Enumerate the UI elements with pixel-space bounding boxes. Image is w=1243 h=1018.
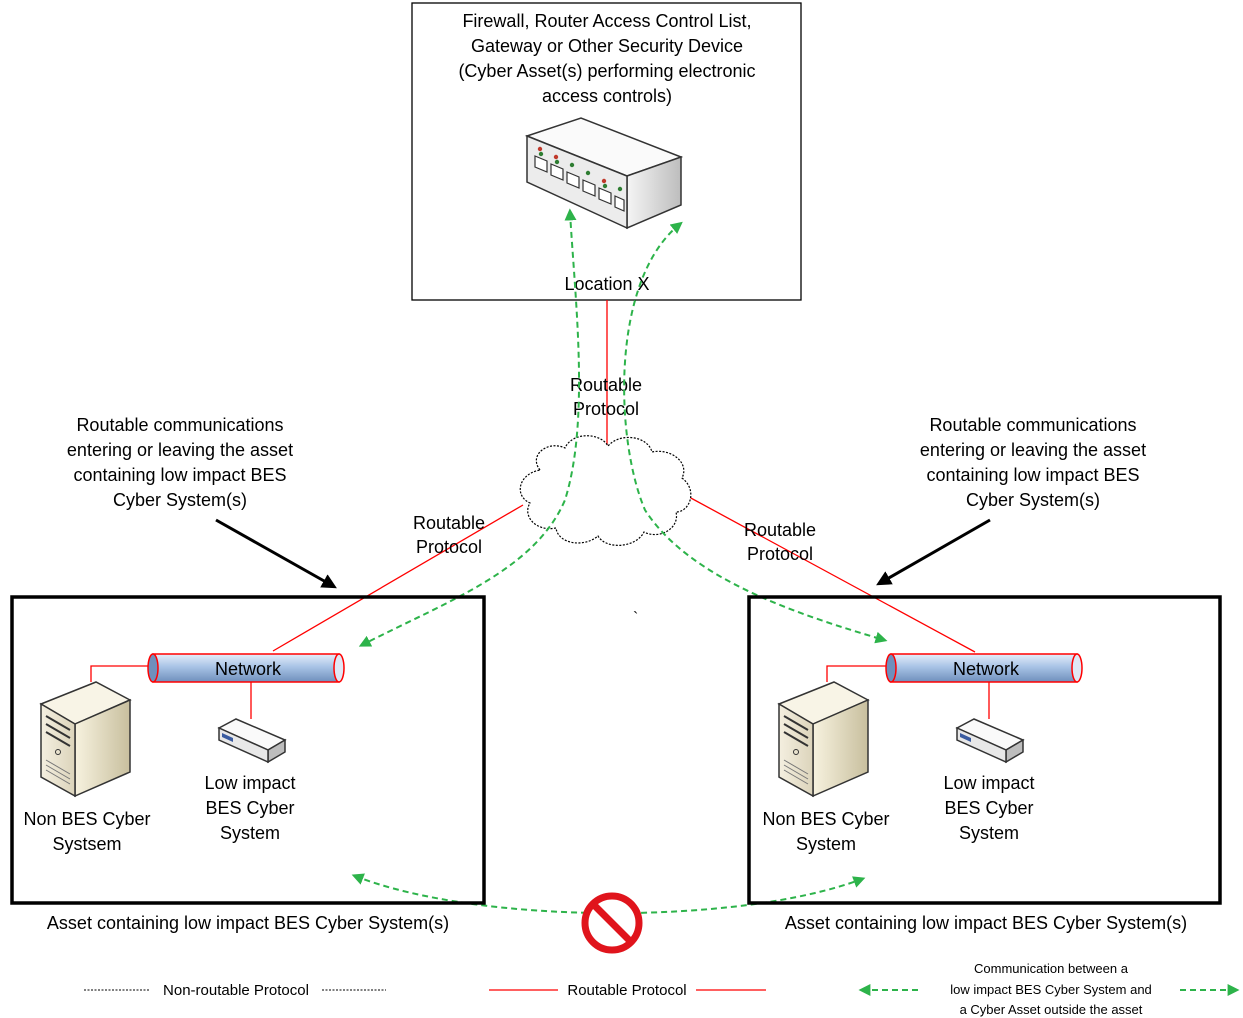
asset-caption: Asset containing low impact BES Cyber Sy… bbox=[785, 913, 1187, 933]
comm-arrow-left-to-firewall bbox=[358, 208, 581, 647]
non-bes-label: Systsem bbox=[52, 834, 121, 854]
annotation-line: Routable communications bbox=[76, 415, 283, 435]
annotation-arrow bbox=[215, 518, 337, 589]
low-impact-label: System bbox=[220, 823, 280, 843]
security-device-title-line: Firewall, Router Access Control List, bbox=[462, 11, 751, 31]
network-pipe: Network bbox=[885, 653, 1083, 683]
stray-mark: ` bbox=[633, 610, 638, 627]
legend-non-routable-label: Non-routable Protocol bbox=[163, 982, 309, 999]
network-pipe: Network bbox=[147, 653, 345, 683]
non-bes-label: Non BES Cyber bbox=[23, 809, 150, 829]
security-device-title-line: Gateway or Other Security Device bbox=[471, 36, 743, 56]
server-tower-icon bbox=[777, 681, 870, 798]
right-annotation: Routable communications entering or leav… bbox=[876, 415, 1146, 586]
legend-comm-label: Communication between a bbox=[974, 961, 1129, 976]
annotation-line: entering or leaving the asset bbox=[920, 440, 1146, 460]
routable-link-right bbox=[688, 496, 976, 653]
annotation-line: Routable communications bbox=[929, 415, 1136, 435]
network-label: Network bbox=[953, 659, 1020, 679]
network-label: Network bbox=[215, 659, 282, 679]
security-device-box: Firewall, Router Access Control List, Ga… bbox=[411, 2, 802, 301]
legend-routable-label: Routable Protocol bbox=[567, 982, 686, 999]
prohibited-sign-icon bbox=[581, 892, 643, 954]
annotation-line: Cyber System(s) bbox=[113, 490, 247, 510]
non-bes-label: Non BES Cyber bbox=[762, 809, 889, 829]
legend-comm-label: a Cyber Asset outside the asset bbox=[960, 1002, 1143, 1017]
routable-protocol-label: Protocol bbox=[573, 399, 639, 419]
routable-protocol-label: Routable bbox=[570, 375, 642, 395]
security-device-title-line: (Cyber Asset(s) performing electronic bbox=[458, 61, 755, 81]
routable-link-left-server bbox=[90, 665, 153, 682]
routable-protocol-label: Protocol bbox=[416, 537, 482, 557]
legend: Non-routable Protocol Routable Protocol … bbox=[84, 961, 1240, 1017]
location-label: Location X bbox=[564, 274, 649, 294]
low-impact-label: BES Cyber bbox=[205, 798, 294, 818]
small-network-device-icon bbox=[217, 718, 287, 764]
routable-protocol-label: Routable bbox=[413, 513, 485, 533]
left-annotation: Routable communications entering or leav… bbox=[67, 415, 337, 589]
annotation-line: Cyber System(s) bbox=[966, 490, 1100, 510]
comm-arrow-between-assets bbox=[351, 873, 866, 915]
low-impact-label: System bbox=[959, 823, 1019, 843]
small-network-device-icon bbox=[955, 718, 1025, 764]
security-device-title-line: access controls) bbox=[542, 86, 672, 106]
routable-link-right-server bbox=[826, 665, 891, 682]
comm-arrow-right-to-firewall bbox=[623, 221, 888, 644]
non-bes-label: System bbox=[796, 834, 856, 854]
legend-comm-label: low impact BES Cyber System and bbox=[950, 982, 1152, 997]
routable-protocol-label: Routable bbox=[744, 520, 816, 540]
low-impact-label: Low impact bbox=[204, 773, 295, 793]
right-asset-box: Network Non BES Cyber System Low impact … bbox=[747, 595, 1222, 905]
low-impact-label: BES Cyber bbox=[944, 798, 1033, 818]
annotation-arrow bbox=[876, 518, 991, 586]
annotation-line: entering or leaving the asset bbox=[67, 440, 293, 460]
server-tower-icon bbox=[39, 681, 132, 798]
annotation-line: containing low impact BES bbox=[926, 465, 1139, 485]
asset-caption: Asset containing low impact BES Cyber Sy… bbox=[47, 913, 449, 933]
network-switch-icon bbox=[524, 117, 684, 230]
routable-protocol-label: Protocol bbox=[747, 544, 813, 564]
communication-arrows bbox=[351, 208, 888, 915]
left-asset-box: Network Non BES Cyber Systsem Low impact… bbox=[10, 595, 486, 905]
low-impact-label: Low impact bbox=[943, 773, 1034, 793]
cloud-icon bbox=[519, 435, 692, 546]
annotation-line: containing low impact BES bbox=[73, 465, 286, 485]
